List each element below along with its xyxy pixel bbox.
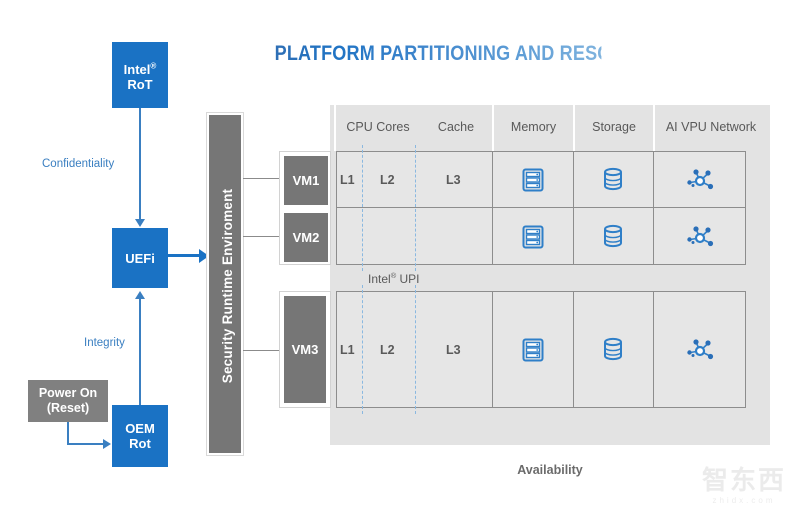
uefi-box[interactable]: UEFi <box>112 228 168 288</box>
intel-rot-label-line1: Intel® <box>123 61 157 77</box>
column-header-ai-vpu-network: AI VPU Network <box>665 120 757 134</box>
memory-icon-cell[interactable] <box>492 208 573 265</box>
cache-separator-l2-l3-r12 <box>415 145 416 271</box>
storage-icon-cell[interactable] <box>573 208 653 265</box>
memory-icon <box>522 225 543 248</box>
vm1-label: VM1 <box>284 156 328 205</box>
column-header-cpu-cores: CPU Cores <box>346 120 410 134</box>
cell-separator-storage-r12 <box>573 151 575 265</box>
vm-group-upper: VM1 VM2 <box>279 151 331 265</box>
page-title: PLATFORM PARTITIONING AND RESOURCE ISOLA… <box>274 42 768 65</box>
column-header-storage: Storage <box>592 120 636 134</box>
network-icon <box>686 168 713 189</box>
storage-icon <box>604 167 622 190</box>
network-icon <box>686 225 713 246</box>
storage-icon-cell[interactable] <box>573 291 653 408</box>
storage-icon-cell[interactable] <box>573 151 653 208</box>
uefi-label: UEFi <box>125 250 155 266</box>
cell-separator-network-r3 <box>653 291 655 408</box>
column-header-memory: Memory <box>510 120 557 134</box>
table-row[interactable] <box>336 208 746 265</box>
vm2-label: VM2 <box>284 213 328 262</box>
cache-level-label: L1 <box>340 343 355 357</box>
cache-separator-l1-l2-r12 <box>362 145 363 271</box>
arrow-line-poweron-vertical <box>67 422 69 444</box>
power-on-label-line1: Power On <box>38 386 98 400</box>
storage-icon <box>604 224 622 247</box>
connector-to-vm3 <box>243 350 281 352</box>
cache-separator-l2-l3-r3 <box>415 285 416 414</box>
vm2-box[interactable]: VM2 <box>284 213 328 262</box>
memory-icon-cell[interactable] <box>492 291 573 408</box>
network-icon-cell[interactable] <box>653 291 746 408</box>
cell-separator-memory-r3 <box>492 291 494 408</box>
oem-rot-label-line2: Rot <box>129 436 151 451</box>
power-on-label-line2: (Reset) <box>46 401 90 415</box>
intel-rot-label-line2: RoT <box>127 76 153 92</box>
storage-icon <box>604 337 622 360</box>
cache-level-label: L2 <box>380 173 395 187</box>
network-icon-cell[interactable] <box>653 208 746 265</box>
security-runtime-environment-label: Security Runtime Enviroment <box>219 188 235 384</box>
arrow-line-uefi-to-sre <box>168 254 202 257</box>
cache-separator-l1-l2-r3 <box>362 285 363 414</box>
connector-to-vm2 <box>243 236 281 238</box>
watermark-subtext: zhidx.com <box>712 496 776 505</box>
arrow-line-confidentiality <box>139 108 141 220</box>
arrow-line-integrity <box>139 299 141 405</box>
watermark: 智东西 zhidx.com <box>702 467 786 505</box>
oem-rot-box[interactable]: OEM Rot <box>112 405 168 467</box>
cache-level-label: L1 <box>340 173 355 187</box>
availability-label: Availability <box>517 463 583 477</box>
vm1-box[interactable]: VM1 <box>284 156 328 205</box>
memory-icon <box>522 338 543 361</box>
intel-rot-box[interactable]: Intel® RoT <box>112 42 168 108</box>
header-separator-0 <box>334 105 336 151</box>
integrity-label: Integrity <box>84 337 125 349</box>
arrow-head-poweron <box>103 439 111 449</box>
resource-grid: L1 L2 L3 L1 L2 L3 <box>336 145 746 414</box>
arrow-head-uefi-to-sre <box>199 249 209 263</box>
header-separator-1 <box>492 105 494 151</box>
column-header-cache: Cache <box>437 120 475 134</box>
security-runtime-environment-bar[interactable]: Security Runtime Enviroment <box>207 113 243 455</box>
connector-to-vm1 <box>243 178 281 180</box>
power-on-box[interactable]: Power On (Reset) <box>28 380 108 422</box>
vm3-label: VM3 <box>284 296 326 403</box>
cache-level-label: L3 <box>446 173 461 187</box>
cell-separator-memory-r12 <box>492 151 494 265</box>
arrow-head-confidentiality <box>135 219 145 227</box>
arrow-head-integrity <box>135 291 145 299</box>
arrow-line-poweron-horizontal <box>67 443 105 445</box>
confidentiality-label: Confidentiality <box>42 158 115 170</box>
cache-level-label: L3 <box>446 343 461 357</box>
cache-level-label: L2 <box>380 343 395 357</box>
oem-rot-label-line1: OEM <box>125 421 155 436</box>
intel-upi-label: Intel® UPI <box>368 271 420 286</box>
cell-separator-storage-r3 <box>573 291 575 408</box>
memory-icon <box>522 168 543 191</box>
memory-icon-cell[interactable] <box>492 151 573 208</box>
cell-separator-network-r12 <box>653 151 655 265</box>
network-icon <box>686 338 713 359</box>
network-icon-cell[interactable] <box>653 151 746 208</box>
watermark-text: 智东西 <box>701 465 786 495</box>
header-separator-2 <box>573 105 575 151</box>
header-separator-3 <box>653 105 655 151</box>
vm3-box[interactable]: VM3 <box>279 291 331 408</box>
